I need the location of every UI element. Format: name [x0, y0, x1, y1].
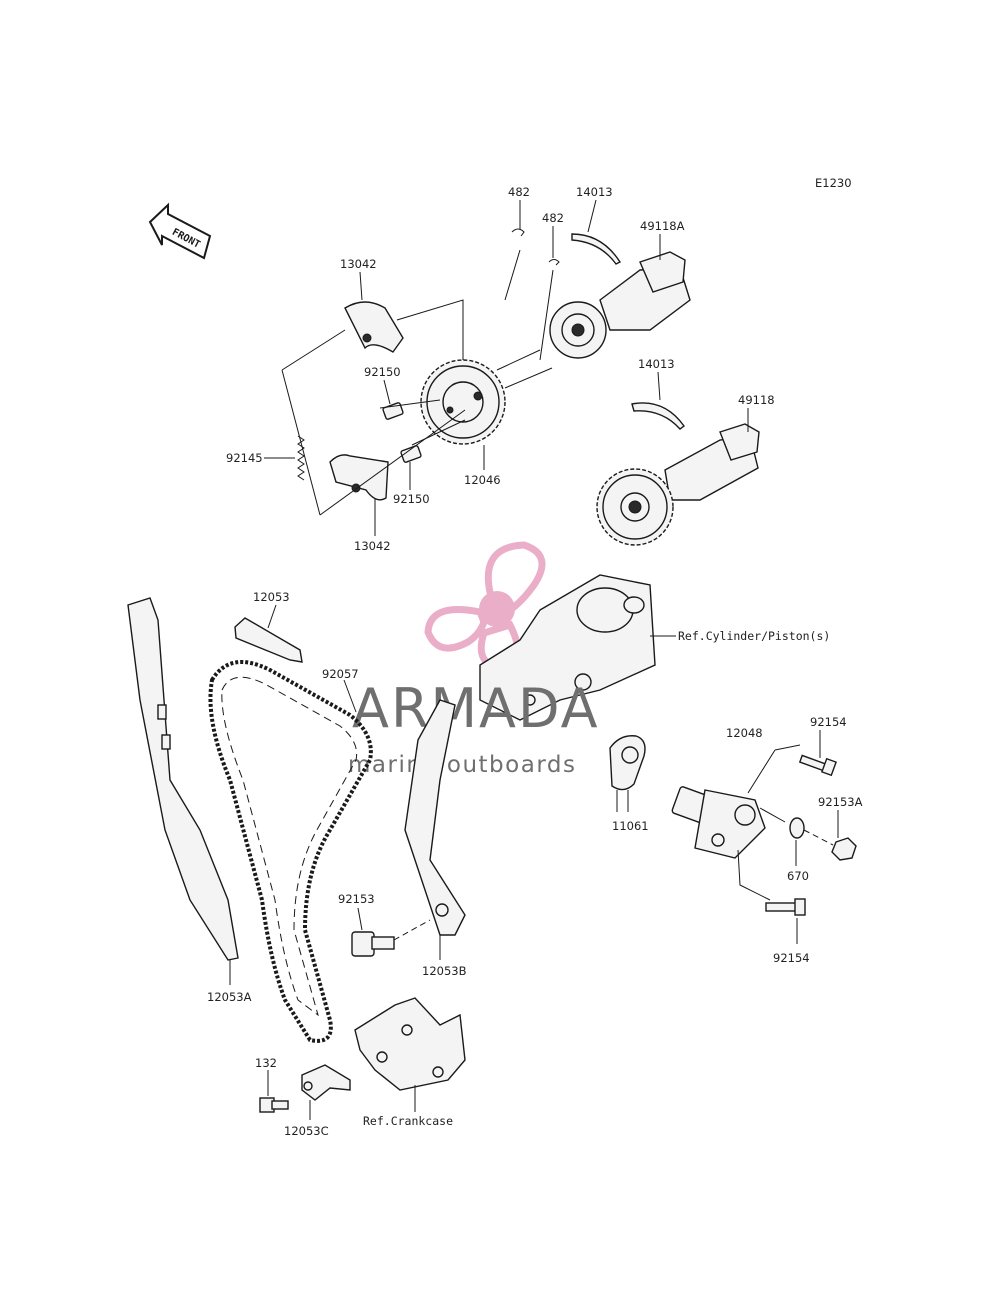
- watermark-brand: ARMADA: [352, 677, 600, 740]
- label-49118A: 49118A: [640, 219, 685, 233]
- nut-92153A: [831, 837, 857, 861]
- label-13042-b: 13042: [354, 539, 391, 553]
- gasket-11061: [609, 735, 646, 791]
- label-92153A: 92153A: [818, 795, 863, 809]
- label-14013-a: 14013: [576, 185, 613, 199]
- bolt-92154-lower: [765, 898, 806, 916]
- label-13042-a: 13042: [340, 257, 377, 271]
- front-arrow-icon: FRONT: [148, 202, 212, 260]
- label-11061: 11061: [612, 819, 649, 833]
- camshaft-49118A: [549, 251, 691, 359]
- label-12046: 12046: [464, 473, 501, 487]
- bolt-92150-lower: [400, 445, 422, 463]
- label-92145: 92145: [226, 451, 263, 465]
- cylinder-ref: [479, 574, 656, 721]
- label-482-a: 482: [508, 185, 530, 199]
- tensioner-guide-12053B: [404, 699, 466, 936]
- label-92150-b: 92150: [393, 492, 430, 506]
- label-14013-b: 14013: [638, 357, 675, 371]
- label-92057: 92057: [322, 667, 359, 681]
- label-132: 132: [255, 1056, 277, 1070]
- spring-92145: [297, 435, 305, 481]
- ref-cylinder-label: Ref.Cylinder/Piston(s): [678, 629, 830, 643]
- label-12053C: 12053C: [284, 1124, 329, 1138]
- diagram-code: E1230: [815, 176, 852, 190]
- sprocket-12046: [420, 359, 506, 445]
- clip-482-lower: [548, 259, 560, 266]
- oring-670: [789, 817, 805, 839]
- guide-pad-12053: [234, 617, 303, 663]
- watermark-tagline: marine outboards: [348, 752, 576, 778]
- shim-14013-upper: [571, 233, 622, 265]
- timing-chain-92057: [208, 660, 373, 1043]
- clip-482-upper: [511, 228, 525, 237]
- chain-guide-12053A: [127, 597, 239, 961]
- bolt-132: [259, 1097, 289, 1113]
- label-12053: 12053: [253, 590, 290, 604]
- shim-14013-lower: [631, 402, 685, 430]
- label-12053A: 12053A: [207, 990, 252, 1004]
- label-92154-a: 92154: [810, 715, 847, 729]
- weight-13042-upper: [344, 301, 404, 353]
- bolt-92153: [351, 931, 395, 957]
- label-49118: 49118: [738, 393, 775, 407]
- stopper-12053C: [301, 1064, 351, 1101]
- label-92153: 92153: [338, 892, 375, 906]
- label-92150-a: 92150: [364, 365, 401, 379]
- camshaft-49118: [596, 423, 760, 546]
- label-670: 670: [787, 869, 809, 883]
- bolt-92154-upper: [798, 754, 837, 777]
- weight-13042-lower: [329, 454, 389, 501]
- label-482-b: 482: [542, 211, 564, 225]
- label-12048: 12048: [726, 726, 763, 740]
- ref-crankcase-label: Ref.Crankcase: [363, 1114, 453, 1128]
- tensioner-12048: [671, 786, 766, 859]
- crankcase-ref: [354, 997, 466, 1091]
- label-92154-b: 92154: [773, 951, 810, 965]
- label-12053B: 12053B: [422, 964, 467, 978]
